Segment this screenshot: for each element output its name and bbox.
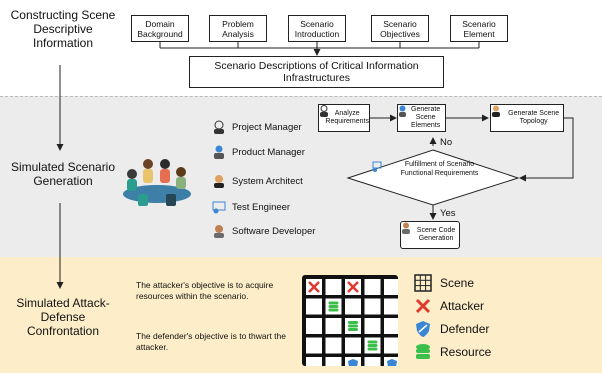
defender-token <box>387 359 397 366</box>
input-problem-analysis: Problem Analysis <box>209 15 267 42</box>
legend-attacker: Attacker <box>414 297 484 315</box>
note-attacker: The attacker's objective is to acquire r… <box>136 280 274 301</box>
system-architect-icon <box>212 174 226 188</box>
attacker-token <box>308 281 320 293</box>
role-software-developer: Software Developer <box>212 224 315 238</box>
person-icon <box>399 105 406 124</box>
input-scenario-introduction: Scenario Introduction <box>288 15 346 42</box>
board-cell <box>364 298 381 315</box>
role-label: Product Manager <box>232 146 305 158</box>
grid-icon <box>414 274 432 292</box>
board-cell <box>345 337 361 354</box>
person-icon <box>402 222 410 241</box>
database-icon <box>414 343 432 361</box>
decision-text: Fulfillment of Scenario Functional Requi… <box>372 161 494 178</box>
note-defender: The defender's objective is to thwart th… <box>136 331 286 352</box>
board-cell <box>384 318 398 334</box>
board-cell <box>325 279 342 295</box>
flow-label: Scene Code Generation <box>416 227 456 242</box>
defender-token <box>348 359 358 366</box>
resource-token <box>328 301 339 305</box>
legend-label: Attacker <box>440 299 485 313</box>
legend-resource: Resource <box>414 343 491 361</box>
test-engineer-icon <box>372 161 397 176</box>
stage-generation: Simulated Scenario Generation <box>10 160 116 188</box>
flow-label: Analyze Requirements <box>325 110 369 125</box>
board-cell <box>345 298 361 315</box>
person-icon <box>492 105 501 124</box>
team-illustration <box>118 150 196 212</box>
crossed-swords-icon <box>414 297 432 315</box>
legend-label: Scene <box>440 276 475 290</box>
software-developer-icon <box>212 224 226 238</box>
role-label: Software Developer <box>232 225 316 237</box>
test-engineer-icon <box>212 200 226 214</box>
board-cell <box>384 298 398 315</box>
role-test-engineer: Test Engineer <box>212 200 290 214</box>
stage-constructing: Constructing Scene Descriptive Informati… <box>10 8 116 50</box>
product-manager-icon <box>212 145 226 159</box>
board-cell <box>364 357 381 366</box>
board-cell <box>384 279 398 295</box>
resource-token <box>367 344 378 347</box>
label-yes: Yes <box>440 208 456 219</box>
decision-label: Fulfillment of Scenario Functional Requi… <box>400 161 479 177</box>
resource-token <box>348 321 358 324</box>
board-cell <box>325 337 342 354</box>
legend-defender: Defender <box>414 320 489 338</box>
shield-icon <box>414 320 432 338</box>
board-cell <box>306 357 322 366</box>
board-cell <box>306 337 322 354</box>
resource-token <box>328 305 339 308</box>
board-cell <box>325 357 342 366</box>
band-confrontation <box>0 257 602 373</box>
flow-generate-elements: Generate Scene Elements <box>397 104 446 132</box>
flow-label: Generate Scene Elements <box>411 106 441 129</box>
resource-token <box>367 347 378 351</box>
role-label: System Architect <box>232 175 303 187</box>
board-cell <box>325 318 342 334</box>
role-project-manager: Project Manager <box>212 120 302 134</box>
stage-confrontation: Simulated Attack-Defense Confrontation <box>16 296 110 338</box>
flow-generate-topology: Generate Scene Topology <box>490 104 564 132</box>
flow-code-generation: Scene Code Generation <box>400 221 460 249</box>
project-manager-icon <box>212 120 226 134</box>
board-cell <box>306 298 322 315</box>
legend-label: Resource <box>440 345 492 359</box>
game-board <box>302 275 398 366</box>
board-cell <box>306 318 322 334</box>
board-cell <box>364 318 381 334</box>
attacker-token <box>347 281 359 293</box>
role-product-manager: Product Manager <box>212 145 305 159</box>
flow-analyze: Analyze Requirements <box>318 104 370 132</box>
resource-token <box>328 308 339 312</box>
board-cell <box>384 337 398 354</box>
resource-token <box>367 340 378 344</box>
legend-scene: Scene <box>414 274 474 292</box>
input-scenario-objectives: Scenario Objectives <box>371 15 429 42</box>
flow-label: Generate Scene Topology <box>508 110 560 125</box>
label-no: No <box>440 137 453 148</box>
role-system-architect: System Architect <box>212 174 303 188</box>
legend-label: Defender <box>440 322 490 336</box>
role-label: Test Engineer <box>232 201 291 213</box>
input-domain-background: Domain Background <box>131 15 189 42</box>
role-label: Project Manager <box>232 121 302 133</box>
resource-token <box>348 324 358 328</box>
descriptions-box: Scenario Descriptions of Critical Inform… <box>189 56 444 88</box>
input-scenario-element: Scenario Element <box>450 15 508 42</box>
resource-token <box>348 328 358 331</box>
board-cell <box>364 279 381 295</box>
